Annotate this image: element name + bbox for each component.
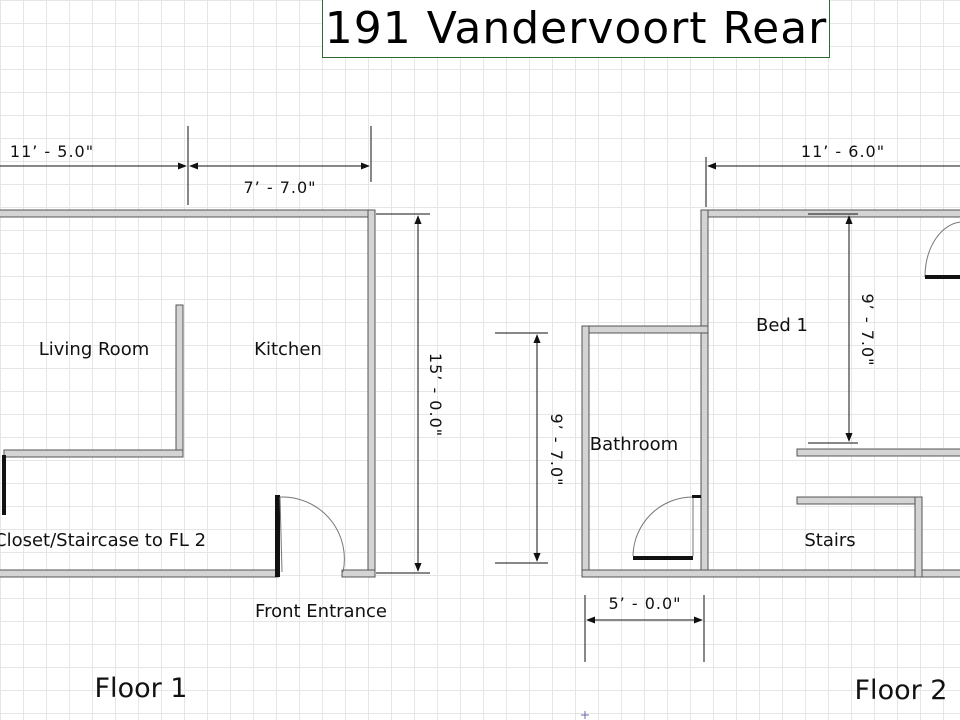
crosshair-icon xyxy=(581,711,589,719)
room-kitchen: Kitchen xyxy=(254,339,322,360)
floor1-jamb xyxy=(275,495,280,577)
room-bed1: Bed 1 xyxy=(756,315,808,336)
floor1-label: Floor 1 xyxy=(95,673,188,704)
floor1-wall-bottom-left xyxy=(0,569,279,578)
bath-wall-left xyxy=(581,325,590,578)
dim-width-top: 11’ - 6.0" xyxy=(801,142,885,161)
stairs-wall-right xyxy=(914,496,923,578)
floor1-closet-door xyxy=(2,455,6,515)
floor1-partition-vertical xyxy=(175,304,184,458)
bath-door-stop xyxy=(692,495,701,498)
dim-bath-width: 5’ - 0.0" xyxy=(608,594,681,613)
room-living-room: Living Room xyxy=(39,339,150,360)
plan-title: 191 Vandervoort Rear xyxy=(322,0,830,58)
stairs-wall-top xyxy=(796,496,923,505)
bed1-door-swing xyxy=(924,221,960,278)
room-stairs: Stairs xyxy=(804,530,855,551)
label-front-entrance: Front Entrance xyxy=(255,601,387,622)
dim-height: 15’ - 0.0" xyxy=(426,353,445,437)
bath-door-swing xyxy=(632,496,694,557)
floor1-wall-right xyxy=(367,209,376,578)
bed1-wall-bottom xyxy=(796,448,960,457)
dim-width-right: 7’ - 7.0" xyxy=(243,178,316,197)
front-entrance-door-leaf xyxy=(279,496,283,573)
floor1-wall-top xyxy=(0,209,376,218)
bed1-door-jamb xyxy=(925,275,960,279)
room-closet: Closet/Staircase to FL 2 xyxy=(0,530,206,551)
room-bathroom: Bathroom xyxy=(590,434,678,455)
bath-door-jamb xyxy=(633,556,693,560)
floor2-label: Floor 2 xyxy=(855,675,948,706)
dim-width-left: 11’ - 5.0" xyxy=(10,142,94,161)
floor1-partition-horizontal xyxy=(3,449,184,458)
front-entrance-door-swing xyxy=(279,496,345,573)
bath-wall-top xyxy=(581,325,709,334)
floor2-wall-bottom xyxy=(581,569,960,578)
floor2-wall-divider xyxy=(700,209,709,578)
dim-bed-height: 9’ - 7.0" xyxy=(858,293,877,366)
dim-bath-height: 9’ - 7.0" xyxy=(547,413,566,486)
floor2-walls xyxy=(581,209,960,578)
floor1-walls xyxy=(0,209,376,578)
floor1-wall-bottom-right xyxy=(341,569,376,578)
